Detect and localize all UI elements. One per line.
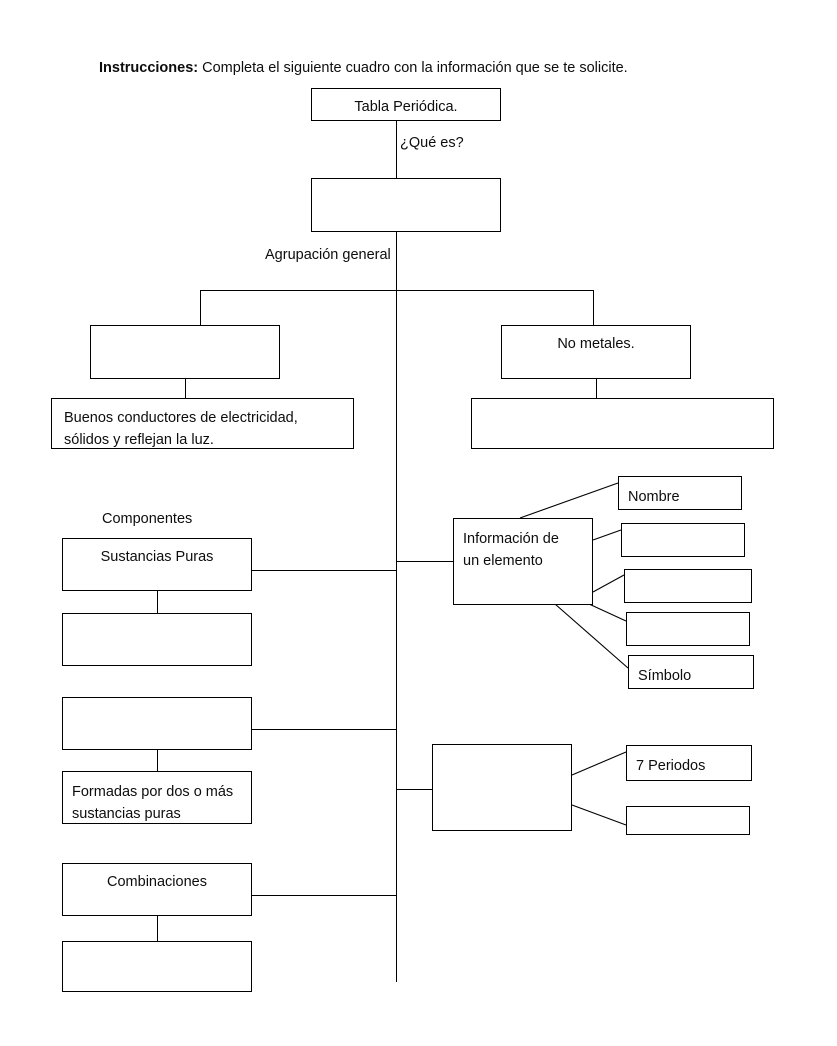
box-metales-propiedades[interactable]: Buenos conductores de electricidad, sóli… <box>51 398 354 449</box>
connector-sustancias-puras-child <box>157 591 158 613</box>
box-metales[interactable] <box>90 325 280 379</box>
box-mezclas-descripcion[interactable]: Formadas por dos o más sustancias puras <box>62 771 252 824</box>
box-mezclas[interactable] <box>62 697 252 750</box>
caption-que-es: ¿Qué es? <box>400 135 464 151</box>
branch-drop-no-metales <box>593 290 594 326</box>
box-info-campo-3[interactable] <box>624 569 752 603</box>
link-combinaciones-spine <box>252 895 397 896</box>
connector-no-metales-props <box>596 379 597 398</box>
box-info-nombre[interactable]: Nombre <box>618 476 742 510</box>
connector-combinaciones-child <box>157 916 158 941</box>
link-sustancias-puras-spine <box>252 570 397 571</box>
box-no-metales-propiedades[interactable] <box>471 398 774 449</box>
box-definicion[interactable] <box>311 178 501 232</box>
box-no-metales[interactable]: No metales. <box>501 325 691 379</box>
link-info-elemento-spine <box>396 561 453 562</box>
box-informacion-elemento[interactable]: Información de un elemento <box>453 518 593 605</box>
caption-agrupacion-general: Agrupación general <box>265 247 391 263</box>
box-sustancias-puras-detalle[interactable] <box>62 613 252 666</box>
box-sustancias-puras[interactable]: Sustancias Puras <box>62 538 252 591</box>
instructions-label: Instrucciones: <box>99 60 199 76</box>
box-grupos[interactable] <box>626 806 750 835</box>
box-combinaciones[interactable]: Combinaciones <box>62 863 252 916</box>
box-info-campo-4[interactable] <box>626 612 750 646</box>
link-mezclas-spine <box>252 729 397 730</box>
link-organizacion-spine <box>396 789 432 790</box>
main-spine <box>396 120 397 982</box>
connector-mezclas-desc <box>157 750 158 771</box>
box-periodos[interactable]: 7 Periodos <box>626 745 752 781</box>
instructions-text: Completa el siguiente cuadro con la info… <box>198 60 628 76</box>
branch-bar-agrupacion <box>200 290 593 291</box>
branch-drop-metales <box>200 290 201 326</box>
box-info-simbolo[interactable]: Símbolo <box>628 655 754 689</box>
instructions-line: Instrucciones: Completa el siguiente cua… <box>99 59 628 77</box>
caption-componentes: Componentes <box>102 511 193 527</box>
connector-metales-props <box>185 379 186 398</box>
box-info-campo-2[interactable] <box>621 523 745 557</box>
box-organizacion[interactable] <box>432 744 572 831</box>
box-combinaciones-detalle[interactable] <box>62 941 252 992</box>
box-tabla-periodica[interactable]: Tabla Periódica. <box>311 88 501 121</box>
